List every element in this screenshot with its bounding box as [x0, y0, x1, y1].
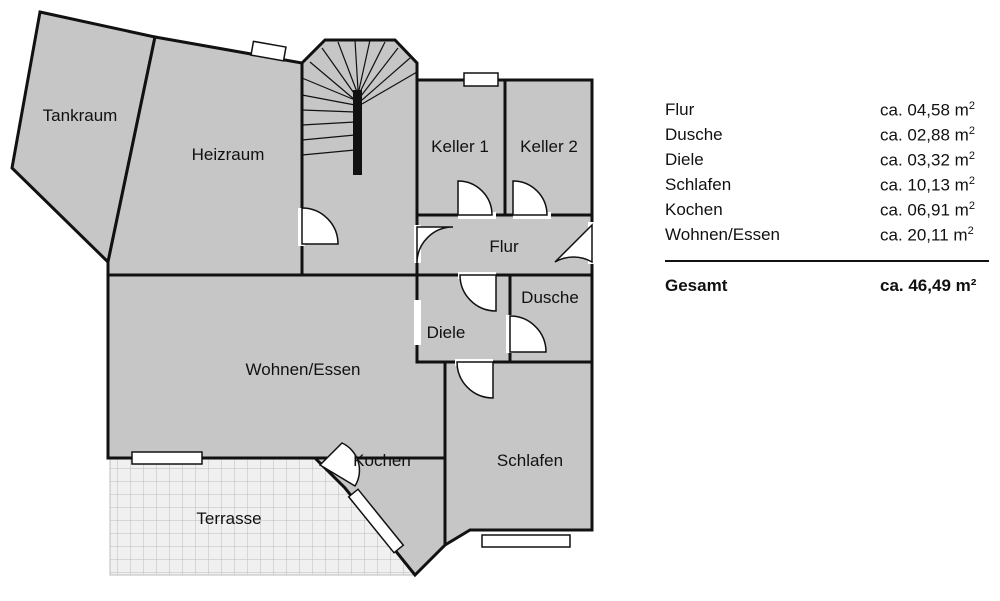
- staircase-core: [353, 90, 362, 175]
- area-name: Dusche: [665, 125, 723, 144]
- area-row: Kochen ca. 06,91 m2: [665, 200, 989, 225]
- door-swing-schlafen: [456, 361, 494, 399]
- area-row: Flur ca. 04,58 m2: [665, 100, 989, 125]
- total-divider: [665, 260, 989, 262]
- area-table: Flur ca. 04,58 m2 Dusche ca. 02,88 m2 Di…: [665, 100, 989, 295]
- staircase: [301, 39, 418, 156]
- label-wohnen-essen: Wohnen/Essen: [246, 360, 361, 379]
- area-name: Wohnen/Essen: [665, 225, 780, 244]
- door-swing-kochen: [318, 442, 361, 488]
- area-row: Dusche ca. 02,88 m2: [665, 125, 989, 150]
- door-swing-dusche: [509, 315, 547, 353]
- area-name: Schlafen: [665, 175, 732, 194]
- door-swing-heizraum: [301, 207, 339, 245]
- area-value: ca. 02,88 m2: [880, 125, 975, 145]
- area-row: Schlafen ca. 10,13 m2: [665, 175, 989, 200]
- label-flur: Flur: [489, 237, 519, 256]
- room-schlafen: [443, 360, 594, 548]
- door-swing-keller-2: [512, 180, 548, 216]
- area-value: ca. 20,11 m2: [880, 225, 974, 245]
- floor-plan: Tankraum Heizraum Keller 1 Keller 2 Flur…: [10, 10, 595, 578]
- area-name: Diele: [665, 150, 704, 169]
- label-keller-2: Keller 2: [520, 137, 578, 156]
- window-keller-1: [463, 72, 499, 87]
- window-wohnen: [131, 451, 203, 465]
- label-tankraum: Tankraum: [43, 106, 118, 125]
- label-heizraum: Heizraum: [192, 145, 265, 164]
- area-name: Kochen: [665, 200, 723, 219]
- window-kochen: [347, 488, 405, 554]
- area-value: ca. 04,58 m2: [880, 100, 975, 120]
- area-row: Wohnen/Essen ca. 20,11 m2: [665, 225, 989, 250]
- door-swing-flur-right: [554, 223, 593, 264]
- window-heizraum: [250, 40, 287, 62]
- opening-wohnen-diele: [414, 300, 421, 345]
- area-value: ca. 03,32 m2: [880, 150, 975, 170]
- total-row: Gesamt ca. 46,49 m²: [665, 276, 989, 301]
- label-schlafen: Schlafen: [497, 451, 563, 470]
- label-kochen: Kochen: [353, 451, 411, 470]
- area-value: ca. 10,13 m2: [880, 175, 975, 195]
- area-value: ca. 06,91 m2: [880, 200, 975, 220]
- label-diele: Diele: [427, 323, 466, 342]
- door-swing-flur-left: [416, 226, 454, 264]
- area-name: Flur: [665, 100, 695, 119]
- label-keller-1: Keller 1: [431, 137, 489, 156]
- total-value: ca. 46,49 m²: [880, 276, 977, 295]
- window-schlafen: [481, 534, 571, 548]
- area-row: Diele ca. 03,32 m2: [665, 150, 989, 175]
- label-dusche: Dusche: [521, 288, 579, 307]
- label-terrasse: Terrasse: [196, 509, 261, 528]
- door-swing-diele: [459, 274, 497, 312]
- total-name: Gesamt: [665, 276, 728, 295]
- door-swing-keller-1: [457, 180, 493, 216]
